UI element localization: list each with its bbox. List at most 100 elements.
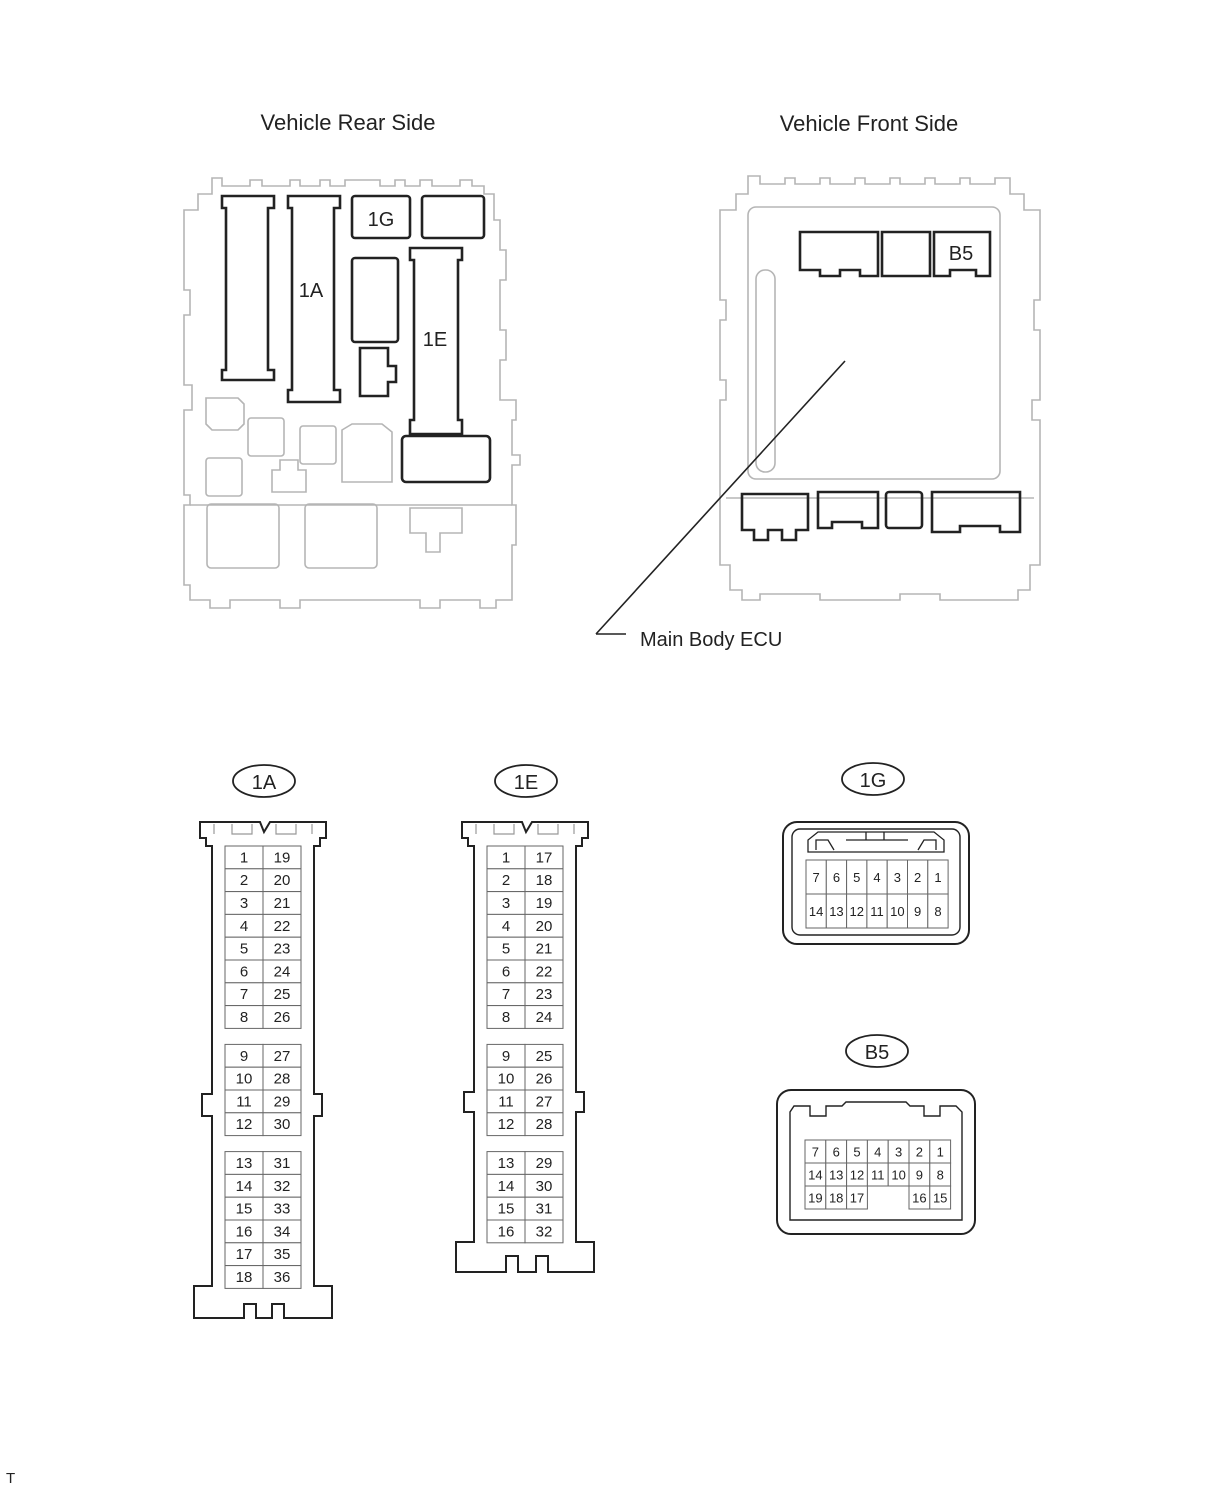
connector-1A-pin-13: 13 (236, 1155, 253, 1172)
connector-1A-pin-36: 36 (274, 1269, 291, 1286)
connector-1E-housing (455, 821, 595, 1273)
connector-1E-pin-11: 11 (498, 1093, 514, 1110)
connector-1A-pin-24: 24 (274, 963, 291, 980)
connector-1E-pin-6: 6 (502, 963, 510, 980)
connector-1A-pin-35: 35 (274, 1246, 291, 1263)
connector-1G-pin-13: 13 (829, 904, 843, 919)
connector-1A-pin-7: 7 (240, 986, 248, 1003)
connector-1A-pin-15: 15 (236, 1201, 253, 1218)
connector-1G-label: 1G (860, 770, 887, 792)
pin-cell (262, 1112, 302, 1137)
front-view-connectors (740, 230, 1022, 542)
connector-1A-tag (232, 764, 296, 798)
connector-1A-pin-29: 29 (274, 1093, 291, 1110)
connector-1E-pin-31: 31 (536, 1201, 553, 1218)
connector-B5-pin-18: 18 (829, 1191, 843, 1206)
connector-1A-pin-21: 21 (274, 895, 291, 912)
connector-1A-pin-31: 31 (274, 1155, 291, 1172)
front-label-B5: B5 (949, 243, 973, 265)
pin-cell (524, 1219, 564, 1244)
connector-1E-pin-32: 32 (536, 1223, 553, 1240)
connector-B5-pin-19: 19 (808, 1191, 822, 1206)
rear-label-1A: 1A (299, 280, 324, 302)
connector-1G-pin-11: 11 (870, 904, 884, 919)
connector-B5-tag (845, 1034, 909, 1068)
connector-1E-pin-14: 14 (498, 1178, 515, 1195)
connector-B5-pin-2: 2 (916, 1145, 923, 1160)
connector-1A-pin-33: 33 (274, 1201, 291, 1218)
connector-1E-tag (494, 764, 558, 798)
connector-1A-pin-17: 17 (236, 1246, 253, 1263)
connector-1E-pin-18: 18 (536, 872, 553, 889)
connector-1E-pin-23: 23 (536, 986, 553, 1003)
connector-B5-pin-5: 5 (853, 1145, 860, 1160)
rear-view-connectors (220, 194, 492, 484)
connector-1A-pin-9: 9 (240, 1048, 248, 1065)
rear-label-1G: 1G (368, 209, 395, 231)
connector-1G-pin-14: 14 (809, 904, 823, 919)
connector-1E-pin-10: 10 (498, 1071, 515, 1088)
pin-cell (929, 1185, 952, 1210)
connector-1A-pin-27: 27 (274, 1048, 291, 1065)
connector-1G-pin-4: 4 (873, 870, 880, 885)
connector-1E-pin-29: 29 (536, 1155, 553, 1172)
rear-label-1E: 1E (423, 329, 447, 351)
connector-1A-pin-4: 4 (240, 918, 248, 935)
front-view-housing (719, 175, 1041, 601)
connector-1E-pin-2: 2 (502, 872, 510, 889)
connector-B5-pin-10: 10 (891, 1168, 905, 1183)
connector-1A-pin-1: 1 (240, 849, 248, 866)
connector-1A-pin-2: 2 (240, 872, 248, 889)
front-view-title: Vehicle Front Side (780, 111, 959, 136)
connector-1G-pin-1: 1 (934, 870, 941, 885)
connector-1E-pin-3: 3 (502, 895, 510, 912)
pin-cell (524, 1112, 564, 1137)
connector-1A-pin-26: 26 (274, 1009, 291, 1026)
connector-1E-pin-28: 28 (536, 1116, 553, 1133)
connector-1E-pin-30: 30 (536, 1178, 553, 1195)
connector-B5-pin-12: 12 (850, 1168, 864, 1183)
connector-1G-pin-7: 7 (813, 870, 820, 885)
pin-cell (262, 1265, 302, 1289)
connector-1G-pin-6: 6 (833, 870, 840, 885)
footer-mark: T (6, 1470, 16, 1487)
connector-B5-pin-4: 4 (874, 1145, 881, 1160)
connector-B5-pin-17: 17 (850, 1191, 864, 1206)
connector-1A-pin-11: 11 (236, 1093, 252, 1110)
connector-1E-pin-22: 22 (536, 963, 553, 980)
connector-B5-pin-8: 8 (937, 1168, 944, 1183)
main-body-ecu-callout (595, 360, 846, 635)
connector-B5-pin-16: 16 (912, 1191, 926, 1206)
connector-1E-pin-1: 1 (502, 849, 510, 866)
connector-1A-pin-20: 20 (274, 872, 291, 889)
connector-1A-pin-12: 12 (236, 1116, 253, 1133)
connector-1G-housing (782, 821, 970, 945)
connector-B5-pin-7: 7 (812, 1145, 819, 1160)
connector-B5-pin-11: 11 (871, 1168, 885, 1183)
connector-B5-pin-1: 1 (937, 1145, 944, 1160)
connector-1E-pin-16: 16 (498, 1223, 515, 1240)
connector-1E-label: 1E (514, 772, 538, 794)
connector-1E-pin-17: 17 (536, 849, 553, 866)
connector-1A-pin-30: 30 (274, 1116, 291, 1133)
connector-1A-pin-16: 16 (236, 1223, 253, 1240)
connector-1A-pin-3: 3 (240, 895, 248, 912)
connector-1E-pin-25: 25 (536, 1048, 553, 1065)
connector-B5-pin-13: 13 (829, 1168, 843, 1183)
pin-cell (262, 1005, 302, 1029)
connector-1E-pin-27: 27 (536, 1093, 553, 1110)
connector-1A-pin-14: 14 (236, 1178, 253, 1195)
connector-1E-pin-13: 13 (498, 1155, 515, 1172)
connector-1E-pin-8: 8 (502, 1009, 510, 1026)
connector-1E-pin-4: 4 (502, 918, 510, 935)
connector-1A-pin-25: 25 (274, 986, 291, 1003)
connector-1E-pin-9: 9 (502, 1048, 510, 1065)
connector-1E-pin-19: 19 (536, 895, 553, 912)
